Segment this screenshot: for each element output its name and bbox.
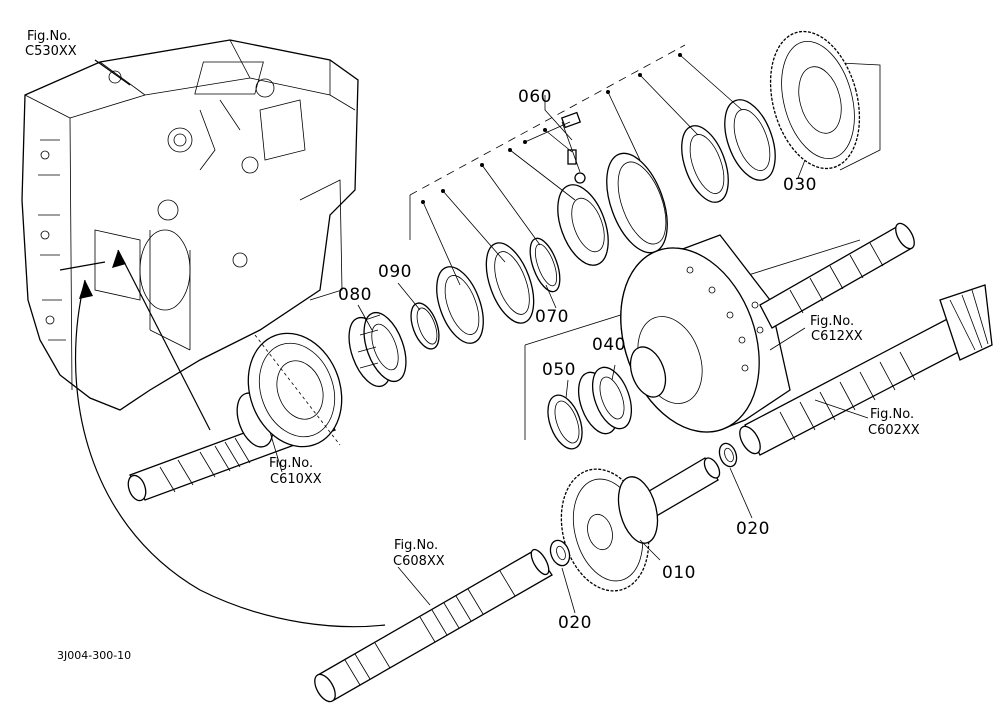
lower-shaft-fig-code: C608XX — [393, 554, 445, 569]
transmission-case — [21, 39, 359, 411]
label-case: Fig.No. C530XX — [25, 29, 77, 59]
clutch-hub — [524, 222, 915, 440]
upper-shaft-fig-code: C610XX — [270, 472, 322, 487]
arrow-to-lower-shaft — [74, 279, 386, 628]
label-lower-shaft: Fig.No. C608XX — [393, 538, 445, 569]
group-bracket-060 — [409, 44, 743, 286]
part-number-060: 060 — [518, 87, 552, 107]
part-060-synchro-assembly — [436, 99, 776, 344]
part-leaders — [269, 95, 869, 614]
part-number-020-right: 020 — [736, 519, 770, 539]
part-number-040: 040 — [592, 335, 626, 355]
label-hub: Fig.No. C612XX — [810, 314, 863, 344]
part-030-gear — [769, 30, 881, 171]
pinion-shaft — [739, 284, 993, 456]
part-number-010: 010 — [662, 563, 696, 583]
part-080-bearing — [348, 311, 407, 388]
part-number-090: 090 — [378, 262, 412, 282]
pinion-shaft-fig-code: C602XX — [868, 423, 920, 438]
part-010-gear — [560, 457, 721, 592]
pinion-shaft-fig-label: Fig.No. — [870, 407, 914, 422]
lower-shaft — [314, 548, 553, 703]
case-fig-label: Fig.No. — [27, 29, 71, 44]
lower-shaft-fig-label: Fig.No. — [394, 538, 438, 553]
part-number-020-left: 020 — [558, 613, 592, 633]
part-020-bearing-left — [549, 539, 571, 567]
part-090-snap-ring — [410, 302, 440, 350]
part-020-bearing-right — [718, 442, 738, 468]
upper-shaft — [127, 332, 343, 502]
arrow-head-upper — [112, 250, 126, 268]
part-number-030: 030 — [783, 175, 817, 195]
case-leader — [59, 261, 106, 271]
hub-fig-code: C612XX — [811, 329, 863, 344]
part-number-070: 070 — [535, 307, 569, 327]
label-pinion-shaft: Fig.No. C602XX — [868, 407, 920, 438]
arrow-to-upper-shaft — [117, 249, 211, 431]
drawing-code: 3J004-300-10 — [57, 649, 131, 662]
part-040-bearing — [577, 366, 633, 435]
case-fig-code: C530XX — [25, 44, 77, 59]
arrow-head-lower — [79, 280, 93, 299]
part-number-050: 050 — [542, 360, 576, 380]
upper-shaft-fig-label: Fig.No. — [269, 456, 313, 471]
case-fig-leader — [94, 59, 131, 86]
label-upper-shaft: Fig.No. C610XX — [269, 456, 322, 487]
part-number-080: 080 — [338, 285, 372, 305]
hub-fig-label: Fig.No. — [810, 314, 854, 329]
part-050-snap-ring — [547, 394, 583, 450]
